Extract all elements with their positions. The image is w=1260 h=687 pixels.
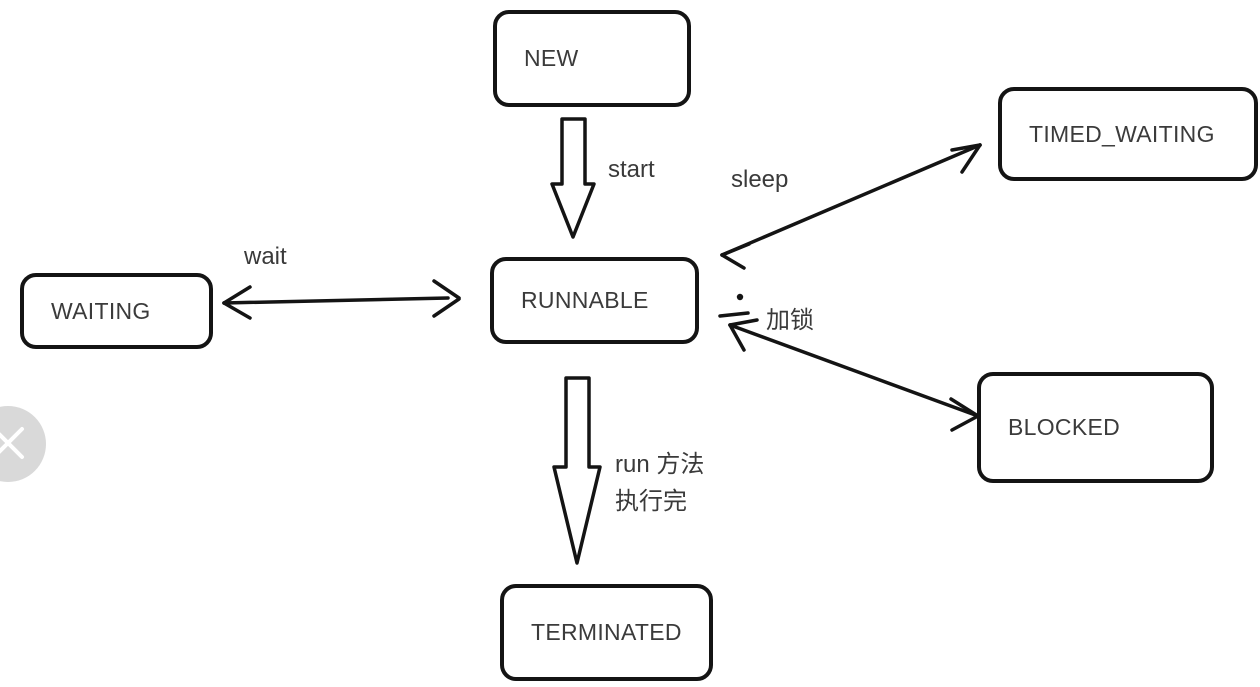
node-new-label: NEW xyxy=(524,45,579,71)
edge-label-run-line2: 执行完 xyxy=(615,488,687,515)
edge-wait-arrow xyxy=(222,279,461,320)
node-waiting-label: WAITING xyxy=(51,297,151,324)
node-runnable: RUNNABLE xyxy=(490,257,699,344)
node-timed-waiting: TIMED_WAITING xyxy=(998,87,1258,181)
edge-start-arrow xyxy=(550,117,596,239)
edge-run-done-arrow xyxy=(552,376,602,565)
node-new: NEW xyxy=(493,10,691,107)
node-terminated-label: TERMINATED xyxy=(531,619,682,645)
edge-label-lock: 加锁 xyxy=(766,307,814,334)
close-button[interactable] xyxy=(0,406,46,482)
edge-label-wait: wait xyxy=(244,243,287,270)
node-blocked-label: BLOCKED xyxy=(1008,414,1121,440)
node-waiting: WAITING xyxy=(20,273,213,349)
node-runnable-label: RUNNABLE xyxy=(521,287,649,313)
edge-label-start: start xyxy=(608,156,655,183)
edge-label-run-done: run 方法 执行完 xyxy=(615,446,704,520)
ink-dot xyxy=(736,293,744,301)
edge-sleep-arrow xyxy=(720,143,982,270)
edge-lock-arrow xyxy=(718,311,980,432)
node-timed-waiting-label: TIMED_WAITING xyxy=(1029,120,1215,147)
node-blocked: BLOCKED xyxy=(977,372,1214,483)
edge-label-sleep: sleep xyxy=(731,166,789,193)
node-terminated: TERMINATED xyxy=(500,584,713,681)
edge-label-run-line1: run 方法 xyxy=(615,451,705,478)
